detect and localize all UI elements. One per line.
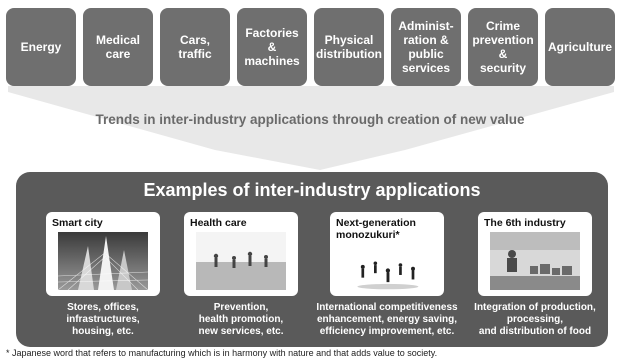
industry-energy: Energy xyxy=(6,8,76,86)
card-next-generation-monozukuri: Next-generation monozukuri* xyxy=(330,212,444,296)
industry-cars-traffic: Cars, traffic xyxy=(160,8,230,86)
card-smart-city: Smart city xyxy=(46,212,160,296)
applications-panel: Examples of inter-industry applications … xyxy=(16,172,608,347)
people-figures-image xyxy=(346,240,428,292)
market-image xyxy=(490,232,580,290)
industry-agriculture: Agriculture xyxy=(545,8,615,86)
industry-medical-care: Medical care xyxy=(83,8,153,86)
card-desc-6th-industry: Integration of production, processing, a… xyxy=(474,302,596,337)
card-desc-health-care: Prevention, health promotion, new servic… xyxy=(198,302,284,337)
card-title: Smart city xyxy=(52,217,103,229)
industry-crime-prevention: Crime prevention & security xyxy=(468,8,538,86)
industry-factories-machines: Factories & machines xyxy=(237,8,307,86)
footnote: * Japanese word that refers to manufactu… xyxy=(6,348,438,358)
trend-caption: Trends in inter-industry applications th… xyxy=(95,112,525,127)
card-desc-monozukuri: International competitiveness enhancemen… xyxy=(316,302,458,337)
convergence-funnel xyxy=(8,86,614,170)
industry-administration: Administ- ration & public services xyxy=(391,8,461,86)
card-6th-industry: The 6th industry xyxy=(478,212,592,296)
walkers-image xyxy=(196,232,286,290)
card-desc-smart-city: Stores, offices, infrastructures, housin… xyxy=(66,302,140,337)
industry-physical-distribution: Physical distribution xyxy=(314,8,384,86)
card-health-care: Health care xyxy=(184,212,298,296)
city-skyline-image xyxy=(58,232,148,290)
card-title: The 6th industry xyxy=(484,217,566,229)
industry-row: Energy Medical care Cars, traffic Factor… xyxy=(6,8,615,86)
panel-title: Examples of inter-industry applications xyxy=(143,180,481,200)
card-title: Health care xyxy=(190,217,247,229)
card-title: Next-generation monozukuri* xyxy=(336,217,416,241)
